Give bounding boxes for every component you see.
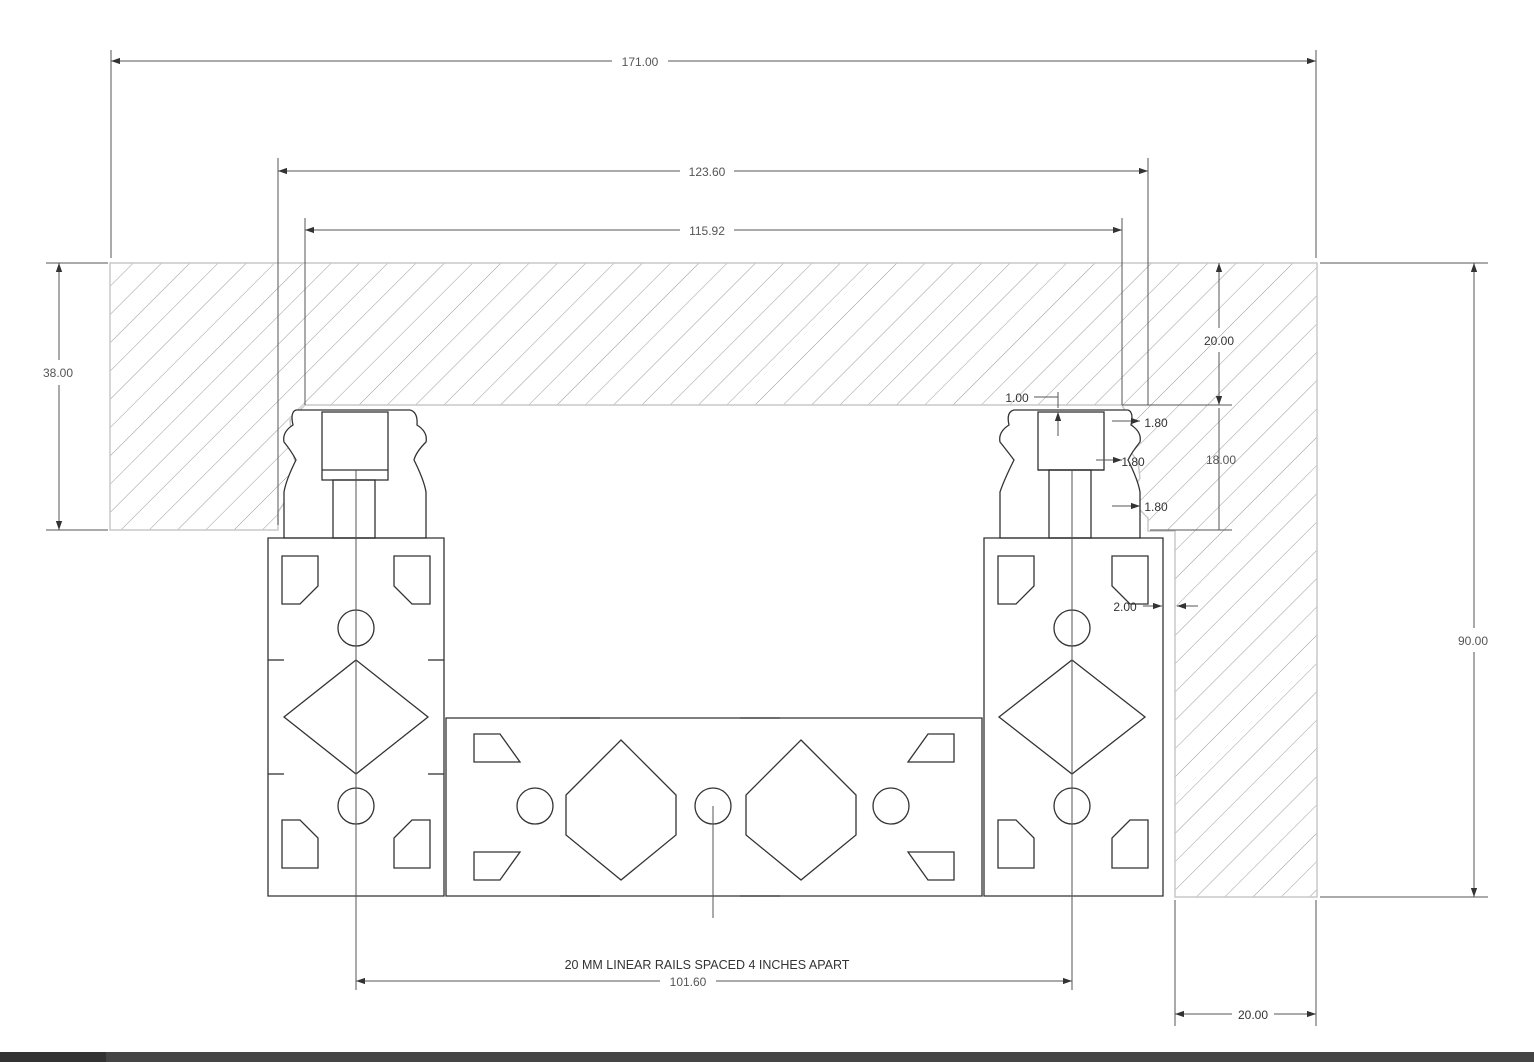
dim-gap-height: 18.00 bbox=[1206, 453, 1236, 467]
center-extrusion bbox=[445, 717, 983, 897]
dim-inner-width-1: 123.60 bbox=[689, 165, 726, 179]
dim-left-height: 38.00 bbox=[43, 366, 73, 380]
dim-rail-spacing: 101.60 bbox=[670, 975, 707, 989]
dimensions bbox=[46, 50, 1488, 1026]
left-rail-block bbox=[283, 409, 427, 539]
dim-offset: 1.00 bbox=[1005, 391, 1029, 405]
dim-clearance: 2.00 bbox=[1113, 600, 1137, 614]
dim-total-height: 90.00 bbox=[1458, 634, 1488, 648]
dim-inner-width-2: 115.92 bbox=[689, 224, 725, 238]
right-rail-block bbox=[999, 409, 1141, 539]
dim-small-b: 1.80 bbox=[1121, 455, 1145, 469]
dim-leg-width: 20.00 bbox=[1238, 1008, 1268, 1022]
center-lines bbox=[355, 470, 1073, 990]
bottom-toolbar-strip bbox=[0, 1052, 1534, 1062]
dimension-labels: 171.00 123.60 115.92 38.00 20.00 18.00 1… bbox=[43, 55, 1488, 1022]
dim-overall-width: 171.00 bbox=[622, 55, 659, 69]
dim-small-c: 1.80 bbox=[1144, 500, 1168, 514]
bottom-strip-tab bbox=[0, 1052, 106, 1062]
dim-small-a: 1.80 bbox=[1144, 416, 1168, 430]
dim-top-thickness: 20.00 bbox=[1204, 334, 1234, 348]
center-extrusion-bore-right bbox=[872, 787, 910, 825]
rail-spacing-note: 20 MM LINEAR RAILS SPACED 4 INCHES APART bbox=[565, 958, 850, 972]
carriage-plate-section bbox=[109, 262, 1318, 898]
plate-hatched-region bbox=[109, 262, 1318, 898]
right-extrusion bbox=[983, 537, 1164, 897]
center-extrusion-bore-left bbox=[516, 787, 554, 825]
